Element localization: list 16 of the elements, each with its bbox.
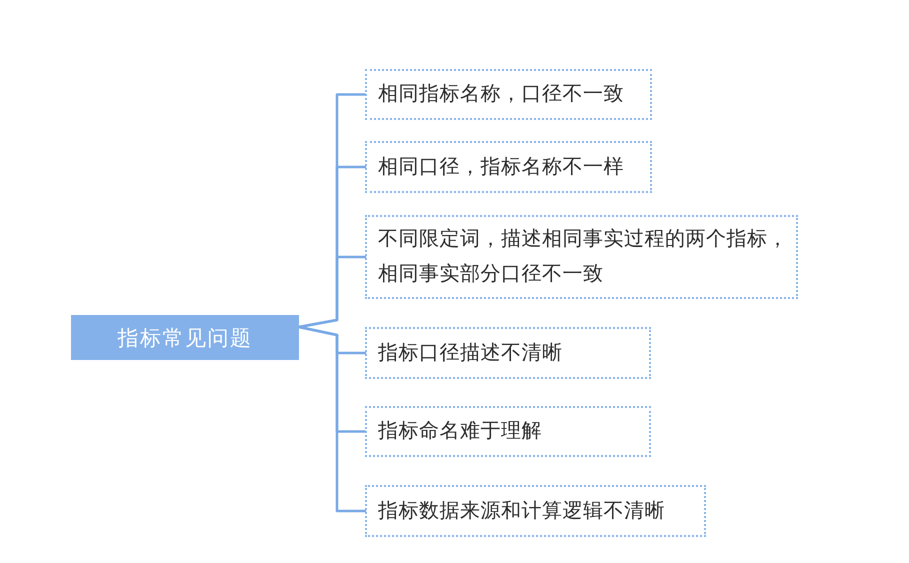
bracket-connector (298, 256, 366, 328)
topic-text: 指标常见问题 (118, 326, 252, 352)
issue-text: 不同限定词，描述相同事实过程的两个指标，相同事实部分口径不一致 (378, 227, 789, 287)
issue-text: 指标数据来源和计算逻辑不清晰 (378, 498, 665, 524)
issue-text: 相同指标名称，口径不一致 (378, 82, 624, 107)
issue-box (365, 215, 798, 299)
bracket-connector (298, 326, 366, 512)
issue-box (365, 485, 706, 537)
issue-text: 相同口径，指标名称不一样 (378, 154, 624, 180)
issue-text: 指标口径描述不清晰 (378, 340, 562, 366)
topic-box (71, 315, 299, 360)
issue-box (365, 406, 651, 457)
issue-box (365, 327, 651, 379)
issue-box (365, 141, 652, 193)
issue-text: 指标命名难于理解 (378, 419, 542, 444)
issue-box (365, 69, 652, 120)
